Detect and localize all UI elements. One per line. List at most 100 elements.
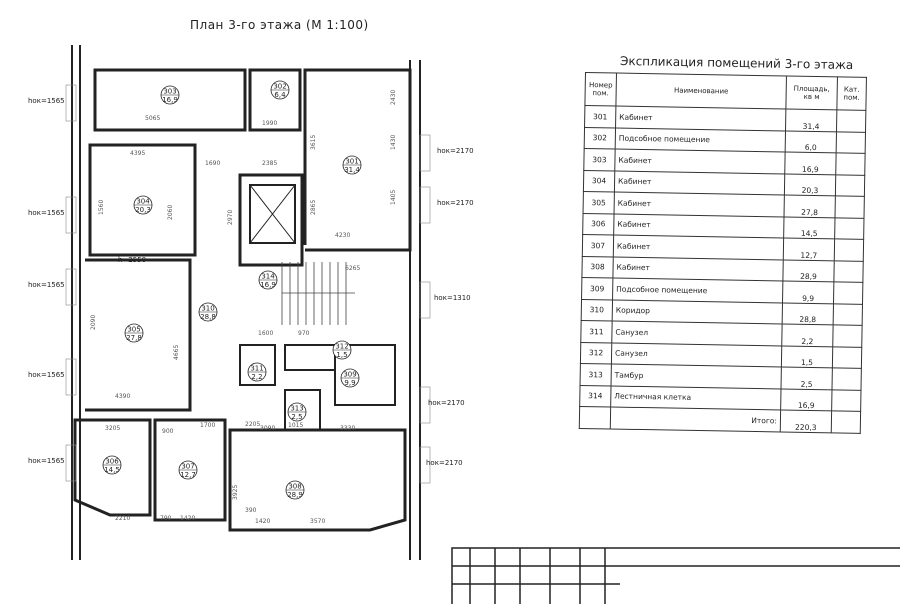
title-block [451,547,900,604]
room-num: 313 [580,363,612,386]
room-num: 303 [583,148,616,171]
room-number: 307 [181,463,194,471]
dimension-label: 2385 [262,160,277,167]
room-name: Тамбур [611,364,782,389]
dimension-label: 3925 [232,485,239,500]
room-area: 31,4 [344,166,360,174]
dimension-label: 1420 [255,518,270,525]
room-name: Санузел [611,321,783,346]
room-name: Санузел [611,342,782,367]
plan-title: План 3-го этажа (М 1:100) [190,18,369,32]
window-height-right: hок=2170 [437,199,474,207]
dimension-label: 970 [298,330,310,337]
dimension-label: 3330 [340,425,355,432]
dimension-label: 2430 [390,90,397,105]
room-area: 16,9 [162,96,178,104]
room-area: 2,5 [781,366,833,390]
room-name: Подсобное помещение [612,278,783,303]
room-name: Лестничная клетка [610,385,782,410]
room-area: 28,9 [782,259,835,282]
room-category [836,109,866,132]
room-num: 307 [582,234,614,257]
total-label: Итого: [610,406,781,432]
room-area: 16,9 [260,281,276,289]
room-number: 313 [290,405,303,413]
window-height-left: hок=1565 [28,281,65,289]
room-area: 2,2 [781,323,834,347]
dimension-label: 4230 [335,232,350,239]
total-row: Итого:220,3 [579,406,861,433]
dimension-label: 4395 [130,150,145,157]
dimension-label: 2060 [167,205,174,220]
room-area: 9,9 [782,280,834,304]
room-number: 312 [335,343,348,351]
room-num: 312 [580,341,612,365]
room-category [835,195,865,218]
dimension-label: 2090 [90,315,97,330]
dimension-label: 1690 [205,160,220,167]
room-number: 311 [250,365,263,373]
room-name: Кабинет [613,213,785,238]
room-area: 14,5 [783,216,836,239]
room-category [831,367,862,390]
room-number: 308 [288,483,301,491]
room-num: 314 [579,384,612,407]
dimension-label: 1420 [180,515,195,522]
elevator-shaft-icon [249,184,296,244]
room-number: 302 [273,83,286,91]
room-num: 311 [580,320,613,343]
room-num: 304 [583,169,615,193]
room-name: Коридор [612,299,783,324]
room-number: 304 [136,198,150,206]
room-number: 309 [343,371,356,379]
room-name: Кабинет [614,170,785,195]
room-category [832,324,863,347]
dimension-label: 3090 [260,425,275,432]
room-area: 1,5 [781,345,833,368]
room-area: 6,4 [274,91,286,99]
header-name: Наименование [615,73,787,110]
room-area: 20,3 [784,173,836,196]
room-num: 301 [584,105,616,128]
room-area: 6,0 [785,130,837,153]
window-height-left: hок=1565 [28,457,65,465]
dimension-label: 3615 [310,135,317,150]
window-height-left: hок=1565 [28,209,65,217]
ceiling-height: h=2550 [118,256,146,264]
room-area: 16,9 [780,388,832,411]
room-category [833,303,863,326]
dimension-label: 1700 [200,422,215,429]
room-category [833,260,864,283]
room-area: 1,5 [336,351,347,359]
header-area: Площадь, кв м [785,76,838,110]
room-area: 27,8 [784,194,836,218]
dimension-label: 790 [160,515,172,522]
room-category [831,389,861,412]
dimension-label: 5065 [145,115,160,122]
room-number: 303 [163,88,176,96]
room-area: 28,8 [782,302,834,325]
room-area: 31,4 [785,109,837,132]
room-number: 310 [201,305,214,313]
explication-table: Номер пом. Наименование Площадь, кв м Ка… [579,72,867,433]
room-num: 302 [584,127,616,150]
room-area: 14,5 [104,466,120,474]
room-area: 16,9 [784,152,837,175]
empty-cell [831,410,861,433]
dimension-label: 3570 [310,518,325,525]
dimension-label: 1015 [288,422,303,429]
room-number: 305 [127,326,140,334]
room-area: 2,5 [291,413,302,421]
room-num: 310 [581,298,613,322]
window-height-right: hок=2170 [426,459,463,467]
room-name: Кабинет [614,192,785,217]
